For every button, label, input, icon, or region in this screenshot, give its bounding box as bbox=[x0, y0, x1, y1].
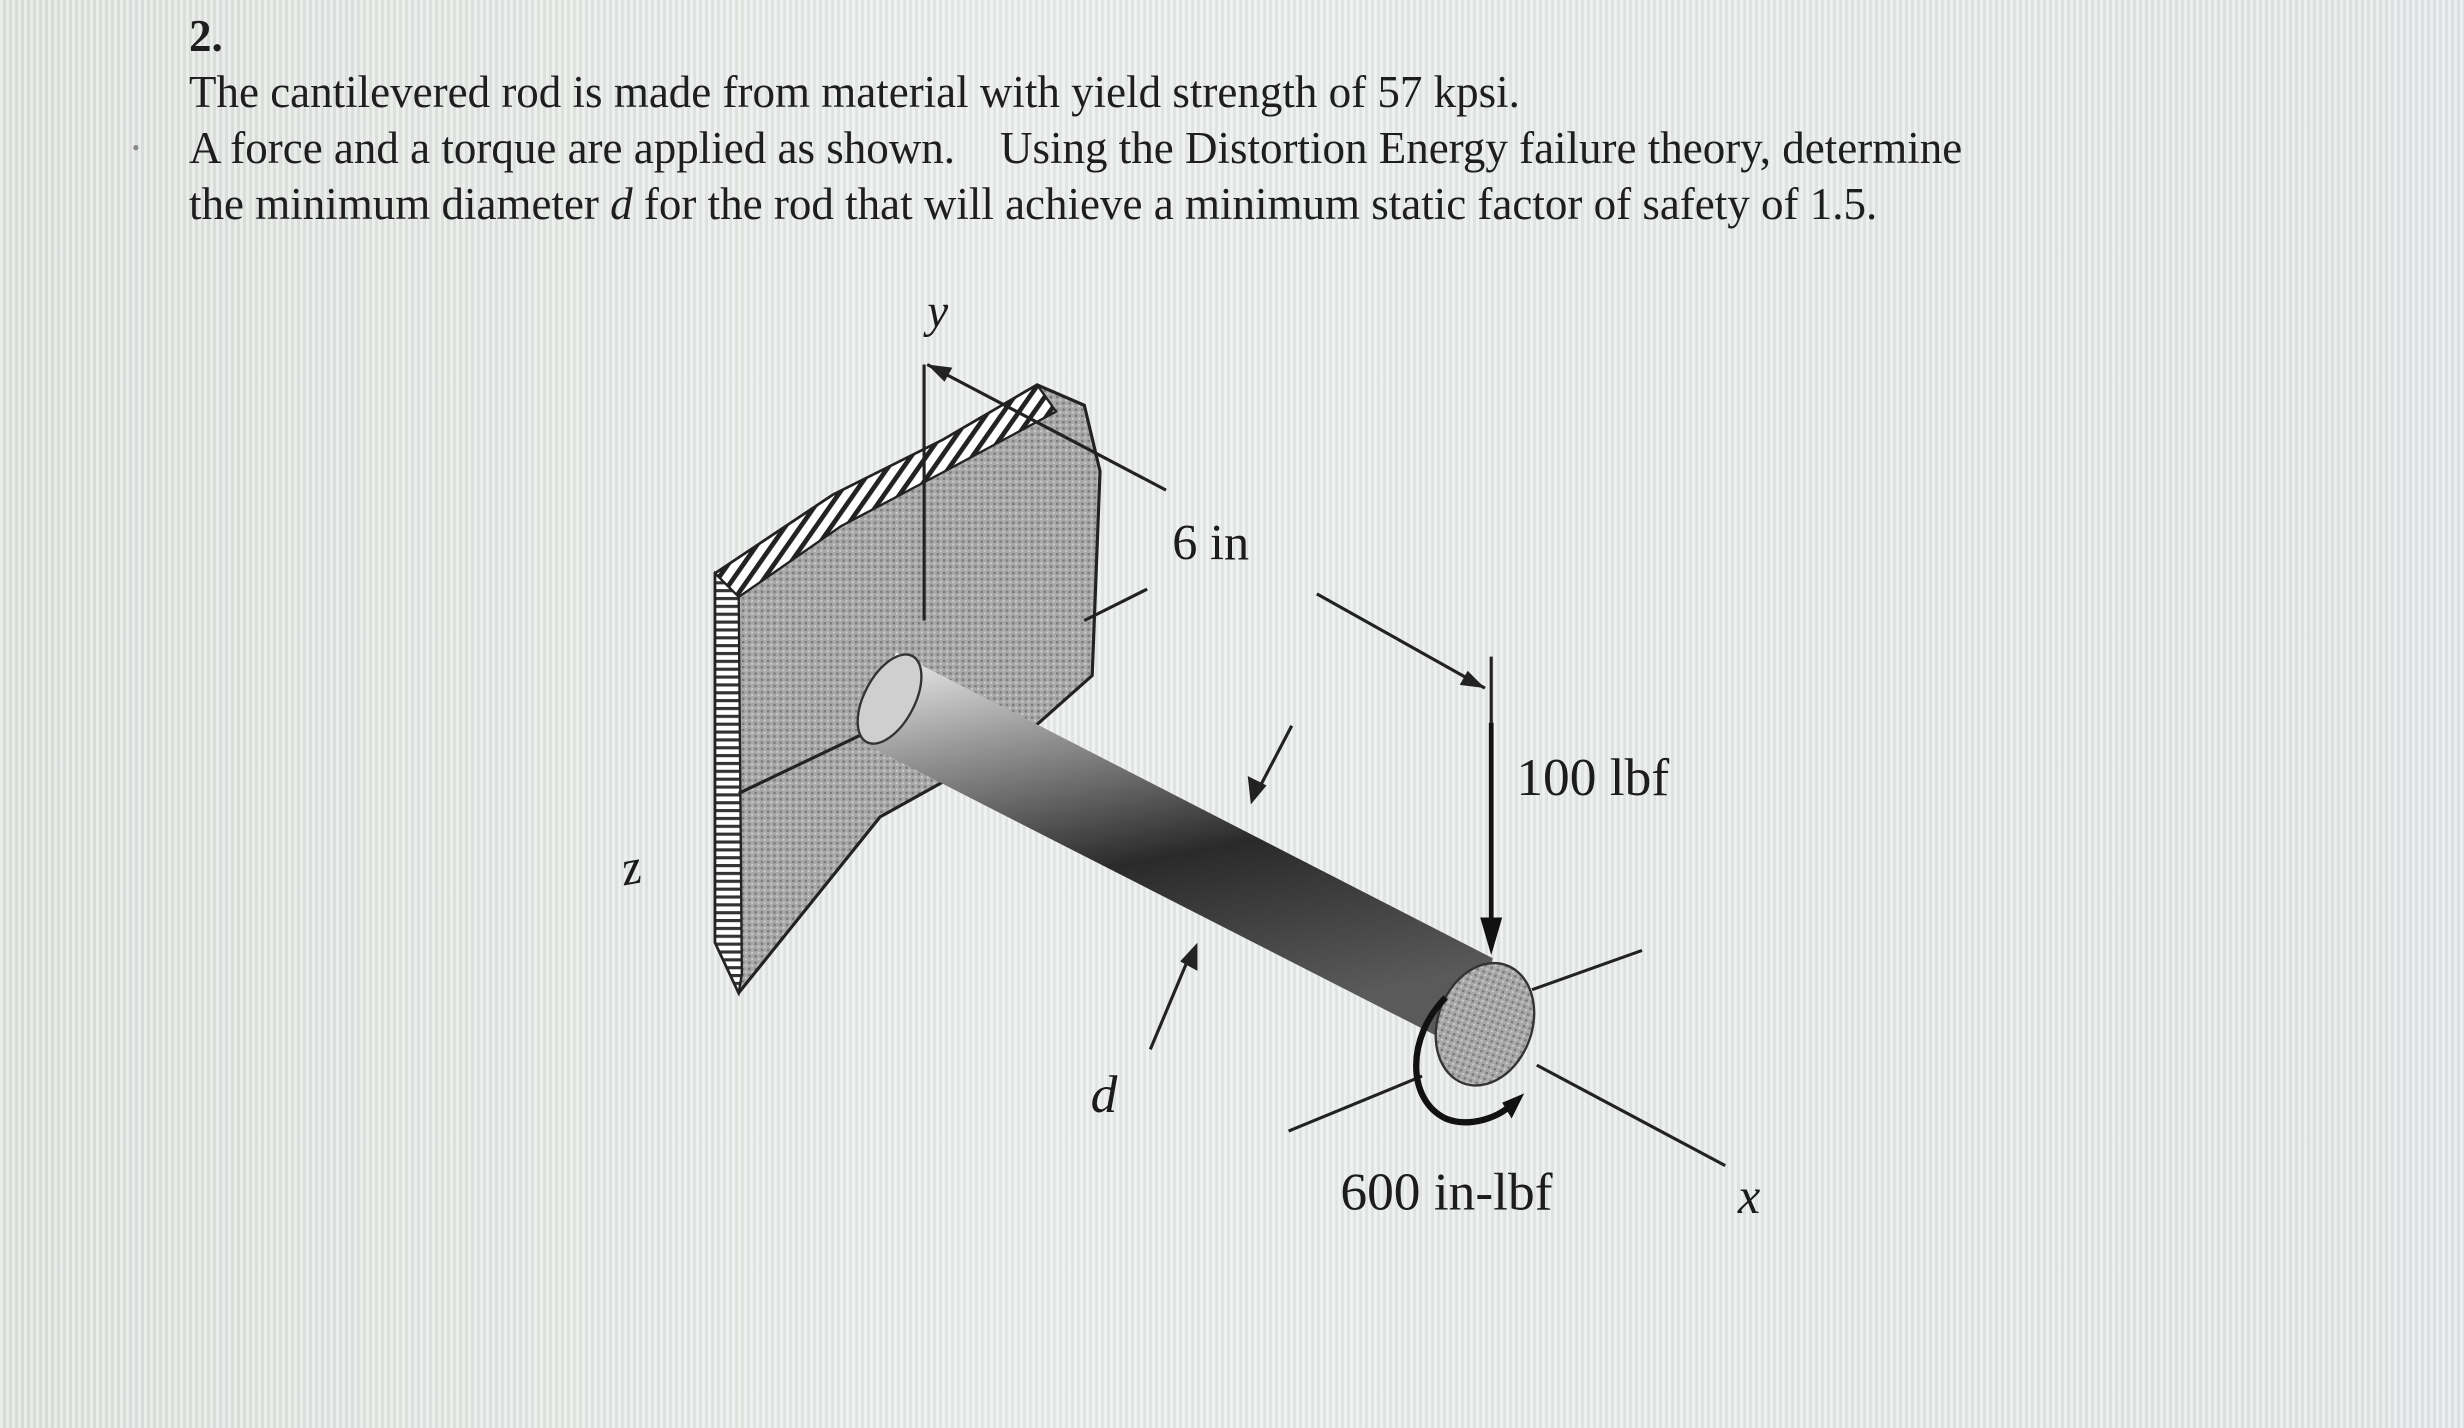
x-axis-line bbox=[1536, 1063, 1727, 1168]
x-axis-label: x bbox=[1737, 1168, 1760, 1224]
z-axis-label: z bbox=[616, 838, 646, 897]
diameter-label: d bbox=[1091, 1064, 1118, 1124]
problem-line-1: The cantilevered rod is made from materi… bbox=[189, 67, 1520, 117]
problem-line-3: the minimum diameter d for the rod that … bbox=[189, 176, 1962, 232]
torque-label: 600 in-lbf bbox=[1340, 1162, 1552, 1222]
force-arrow bbox=[1480, 722, 1503, 956]
text: the minimum diameter bbox=[189, 179, 611, 229]
torque-arrow bbox=[1413, 995, 1525, 1126]
z-axis-line bbox=[738, 724, 881, 795]
bullet-marker: • bbox=[132, 135, 140, 160]
length-dimension bbox=[926, 363, 1493, 723]
y-axis-label: y bbox=[923, 286, 948, 338]
text: for the rod that will achieve a minimum … bbox=[632, 179, 1878, 229]
rod bbox=[856, 651, 1643, 1133]
length-label: 6 in bbox=[1172, 514, 1249, 570]
force-label: 100 lbf bbox=[1516, 747, 1669, 807]
problem-statement: 2. The cantilevered rod is made from mat… bbox=[189, 8, 1962, 232]
problem-number: 2. bbox=[189, 11, 223, 61]
diameter-variable: d bbox=[610, 179, 633, 229]
problem-line-2: A force and a torque are applied as show… bbox=[189, 123, 1963, 173]
